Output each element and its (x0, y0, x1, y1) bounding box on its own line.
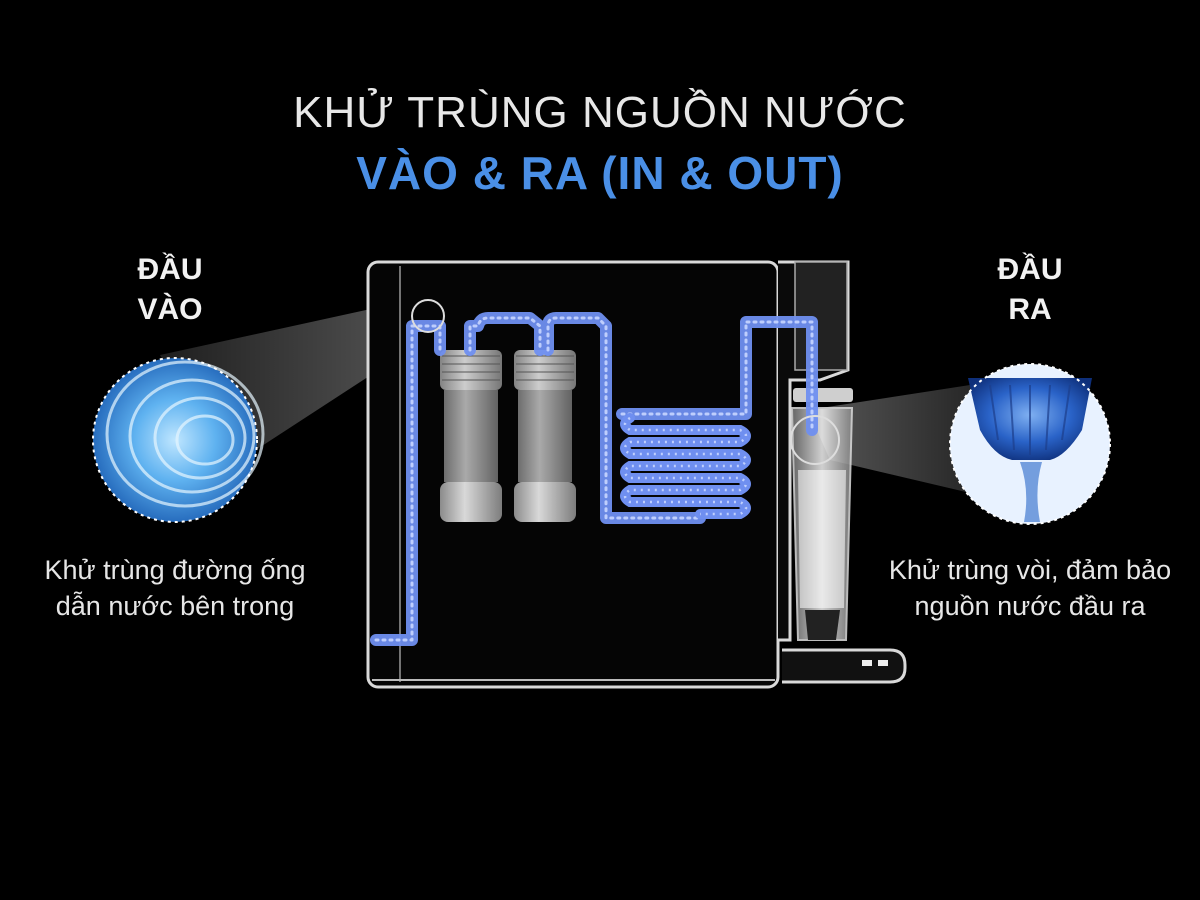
inlet-zoom-circle-icon (92, 357, 265, 523)
outlet-zoom-circle-icon (949, 363, 1111, 525)
outlet-label-line1: ĐẦU (997, 253, 1063, 286)
cooling-coil-icon (620, 413, 751, 519)
water-glass-icon (790, 388, 854, 641)
inlet-caption-line1: Khử trùng đường ống (44, 555, 306, 585)
outlet-caption-line1: Khử trùng vòi, đảm bảo (888, 555, 1172, 585)
outlet-caption: Khử trùng vòi, đảm bảo nguồn nước đầu ra (860, 552, 1200, 624)
filter-cartridge-icon (440, 350, 576, 522)
inlet-label-line2: VÀO (137, 293, 203, 326)
inlet-caption-line2: dẫn nước bên trong (55, 591, 295, 621)
title-highlight: VÀO & RA (IN & OUT) (356, 147, 844, 199)
outlet-highlight-ring (790, 415, 840, 465)
inlet-label-line1: ĐẦU (137, 253, 203, 286)
outlet-caption-line2: nguồn nước đầu ra (914, 591, 1146, 621)
filter-cartridge-2 (514, 350, 576, 522)
inlet-label: ĐẦU VÀO (110, 250, 230, 330)
outlet-label-line2: RA (1008, 293, 1052, 326)
inlet-highlight-ring (411, 299, 445, 333)
filter-cartridge-1 (440, 350, 502, 522)
water-pipe (370, 312, 818, 646)
title-main: KHỬ TRÙNG NGUỒN NƯỚC (293, 88, 907, 137)
outlet-zoom-beam (808, 385, 1000, 500)
inlet-caption: Khử trùng đường ống dẫn nước bên trong (0, 552, 350, 624)
outlet-label: ĐẦU RA (970, 250, 1090, 330)
